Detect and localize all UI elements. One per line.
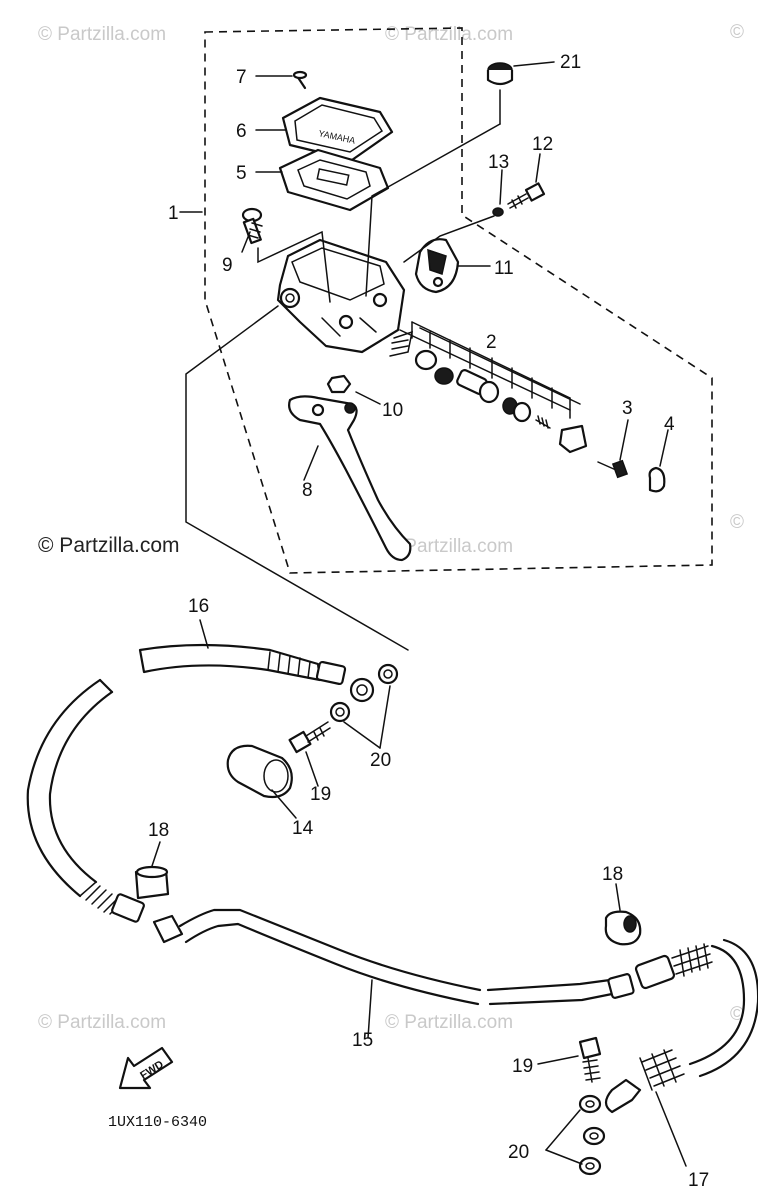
callout-11: 11 (494, 258, 514, 279)
callout-1: 1 (168, 203, 179, 224)
callout-10: 10 (382, 400, 403, 421)
callout-labels: 1 2 3 4 5 6 7 8 9 10 11 12 13 14 15 16 1… (148, 52, 709, 1191)
watermark-text: © Partzilla.com (38, 1012, 166, 1033)
cap-21 (486, 62, 514, 86)
callout-20-top: 20 (370, 750, 391, 771)
callout-13: 13 (488, 152, 509, 173)
rubber-cover-14 (226, 744, 293, 799)
callout-18-left: 18 (148, 820, 169, 841)
washer-13 (492, 207, 504, 217)
piston-kit-2 (389, 321, 588, 454)
union-bolt-19-top (288, 721, 331, 754)
assembly-boundary (204, 27, 713, 574)
callout-3: 3 (622, 398, 633, 419)
callout-8: 8 (302, 480, 313, 501)
nut-10 (326, 374, 352, 394)
diagram-part-code: 1UX110-6340 (108, 1114, 207, 1131)
watermark-text: © Partzilla.com (385, 24, 513, 45)
callout-17: 17 (688, 1170, 709, 1191)
cap-4 (648, 466, 666, 493)
bolt-9 (241, 207, 263, 245)
master-cylinder-body (276, 238, 406, 354)
callout-18-right: 18 (602, 864, 623, 885)
reservoir-cap-6: YAMAHA (281, 96, 394, 162)
callout-16: 16 (188, 596, 209, 617)
callout-7: 7 (236, 67, 247, 88)
forward-arrow-icon: FWD (118, 1046, 174, 1090)
callout-9: 9 (222, 255, 233, 276)
leader-lines (151, 61, 687, 1167)
washer-20-bottom (578, 1094, 606, 1176)
grommet-18-left (134, 865, 170, 900)
union-bolt-19-bottom (578, 1036, 602, 1083)
screw-12 (507, 182, 546, 209)
grommet-18-right (604, 910, 642, 946)
diaphragm-5 (278, 148, 390, 212)
watermark-text: © Partzilla.com (385, 1012, 513, 1033)
callout-21: 21 (560, 52, 581, 73)
callout-12: 12 (532, 134, 553, 155)
callout-5: 5 (236, 163, 247, 184)
screw-7 (292, 70, 308, 90)
callout-2: 2 (486, 332, 497, 353)
watermark-corner: © (730, 22, 744, 43)
callout-6: 6 (236, 121, 247, 142)
callout-20-bottom: 20 (508, 1142, 529, 1163)
washer-20-top (329, 663, 399, 723)
callout-19-top: 19 (310, 784, 331, 805)
brake-lever-8 (288, 395, 412, 562)
brake-hose-15 (26, 678, 713, 1006)
callout-19-bottom: 19 (512, 1056, 533, 1077)
watermark-corner: © (730, 512, 744, 533)
bleed-screw-3 (597, 459, 629, 479)
callout-14: 14 (292, 818, 314, 839)
watermark-text: © Partzilla.com (38, 534, 180, 557)
callout-4: 4 (664, 414, 675, 435)
callout-15: 15 (352, 1030, 373, 1051)
holder-11 (414, 238, 460, 294)
watermark-text: © Partzilla.com (385, 536, 513, 557)
brake-hose-16 (138, 643, 375, 703)
watermark-text: © Partzilla.com (38, 24, 166, 45)
